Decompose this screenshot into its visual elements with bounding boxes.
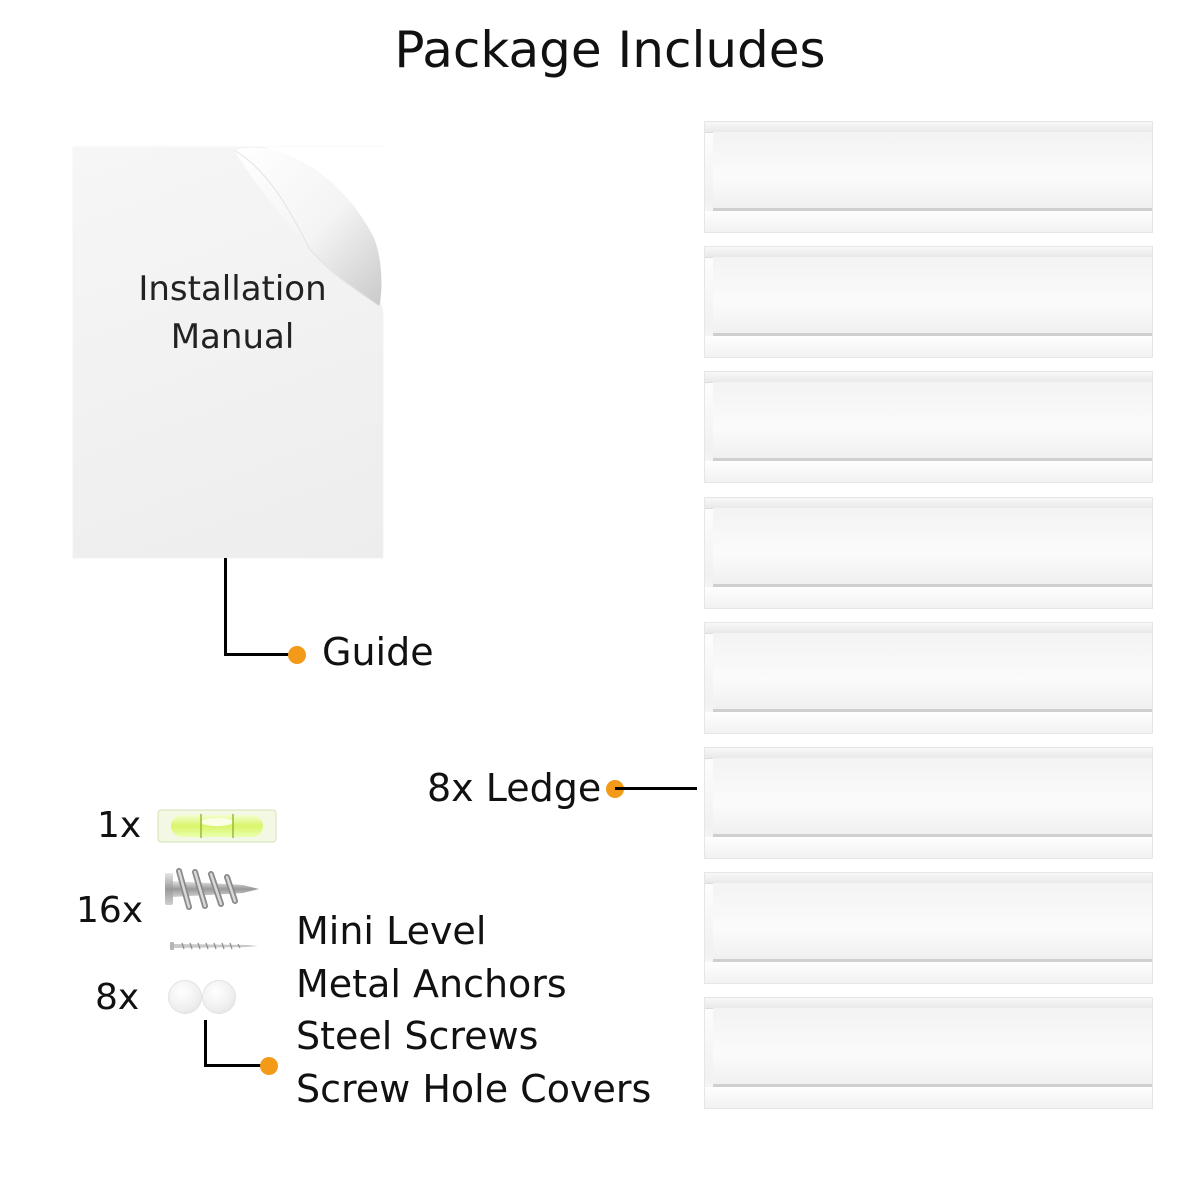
guide-connector-horizontal [224, 653, 294, 656]
mini-level-icon [157, 809, 277, 843]
ledge-item [704, 872, 1153, 984]
hardware-connector-horizontal [204, 1064, 266, 1067]
qty-anchors-screws: 16x [76, 890, 144, 931]
guide-dot [288, 646, 306, 664]
qty-mini-level: 1x [97, 805, 142, 846]
ledge-item [704, 246, 1153, 358]
hardware-dot [260, 1057, 278, 1075]
guide-label: Guide [322, 630, 434, 674]
manual-line-1: Installation [138, 269, 327, 309]
manual-line-2: Manual [170, 317, 295, 357]
hardware-item-list: Mini Level Metal Anchors Steel Screws Sc… [296, 905, 651, 1115]
item-mini-level: Mini Level [296, 909, 487, 953]
metal-anchor-icon [165, 868, 259, 910]
manual-page-curl-icon [233, 147, 394, 313]
screw-hole-cover-icon [202, 980, 236, 1014]
ledge-item [704, 371, 1153, 483]
item-steel-screws: Steel Screws [296, 1014, 539, 1058]
ledge-item [704, 997, 1153, 1109]
qty-screw-covers: 8x [95, 977, 140, 1018]
item-screw-hole-covers: Screw Hole Covers [296, 1066, 652, 1111]
ledge-item [704, 121, 1153, 233]
ledge-connector [615, 787, 697, 790]
guide-connector-vertical [224, 558, 227, 656]
screw-hole-cover-icon [168, 980, 202, 1014]
ledge-label: 8x Ledge [427, 766, 602, 810]
steel-screw-icon [170, 942, 258, 950]
ledge-item [704, 747, 1153, 859]
item-metal-anchors: Metal Anchors [296, 961, 567, 1006]
ledge-item [704, 497, 1153, 609]
page-title: Package Includes [394, 21, 826, 79]
hardware-connector-vertical [204, 1020, 207, 1067]
manual-text: Installation Manual [120, 265, 345, 361]
ledge-item [704, 622, 1153, 734]
